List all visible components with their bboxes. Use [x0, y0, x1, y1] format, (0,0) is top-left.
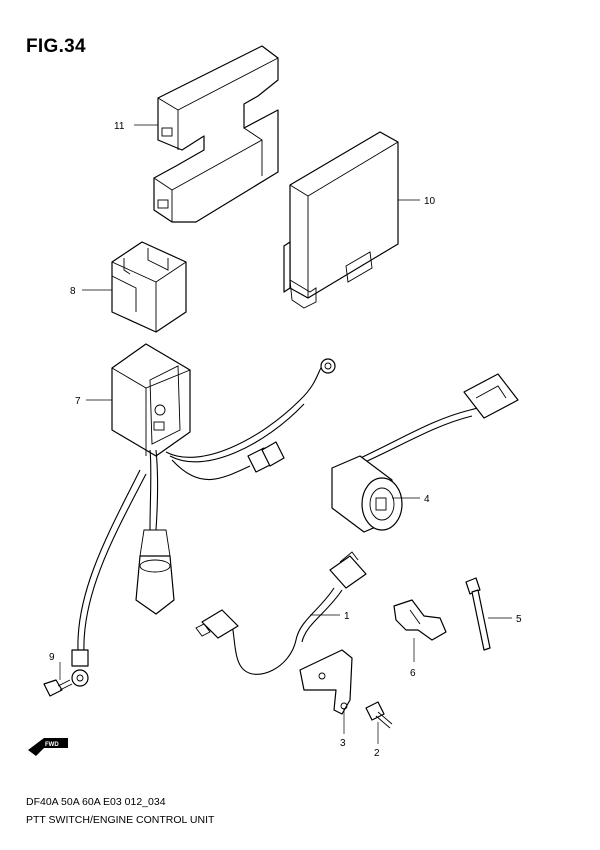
fwd-arrow-icon: FWD	[28, 738, 68, 756]
callout-8: 8	[70, 286, 76, 297]
part-7-ptt-switch-harness[interactable]	[71, 343, 336, 687]
diagram-caption: PTT SWITCH/ENGINE CONTROL UNIT	[26, 814, 215, 826]
part-2-screw[interactable]	[365, 701, 393, 729]
part-10-control-unit[interactable]	[283, 131, 399, 309]
figure-title: FIG.34	[26, 36, 86, 57]
part-9-bolt[interactable]	[43, 679, 73, 697]
callout-7: 7	[75, 396, 81, 407]
callout-4: 4	[424, 494, 430, 505]
callout-3: 3	[340, 738, 346, 749]
callout-6: 6	[410, 668, 416, 679]
callout-10: 10	[424, 196, 436, 207]
part-11-cover[interactable]	[153, 45, 279, 223]
fwd-label: FWD	[45, 742, 59, 748]
diagram-code: DF40A 50A 60A E03 012_034	[26, 796, 166, 808]
callout-5: 5	[516, 614, 522, 625]
leader-lines	[59, 124, 512, 744]
callout-11: 11	[114, 121, 125, 132]
callout-2: 2	[374, 748, 380, 759]
callout-9: 9	[49, 652, 55, 663]
part-6-clamp[interactable]	[393, 599, 447, 641]
callout-1: 1	[344, 611, 350, 622]
part-4-switch-socket[interactable]	[331, 373, 519, 533]
part-3-bracket[interactable]	[299, 649, 353, 715]
part-5-cable-tie[interactable]	[465, 577, 491, 651]
part-8-relay[interactable]	[111, 241, 187, 333]
